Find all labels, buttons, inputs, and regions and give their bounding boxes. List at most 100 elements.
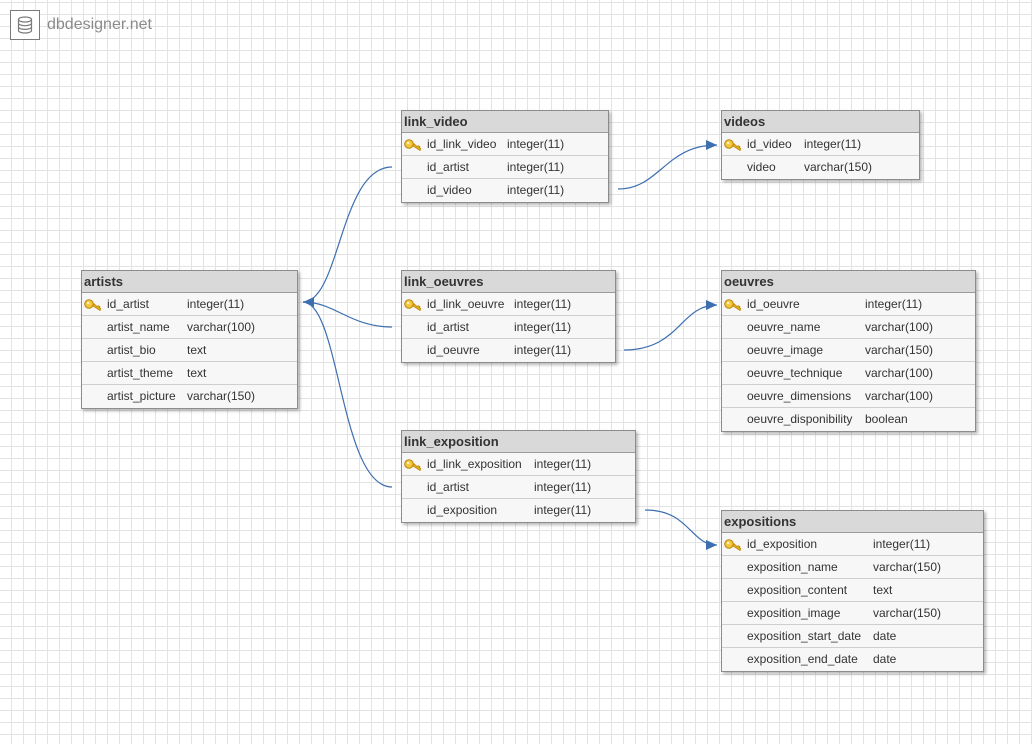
primary-key-icon	[724, 297, 742, 312]
column-type: varchar(150)	[873, 560, 942, 574]
column-name: id_exposition	[747, 537, 818, 551]
column-type: varchar(100)	[865, 320, 934, 334]
column-name: oeuvre_technique	[747, 366, 843, 380]
column-name: id_oeuvre	[747, 297, 800, 311]
column-row-exposition-image[interactable]: exposition_image varchar(150)	[722, 602, 983, 625]
column-type: integer(11)	[534, 457, 592, 471]
column-type: date	[873, 629, 897, 643]
column-type: integer(11)	[873, 537, 931, 551]
column-row-id-link-video[interactable]: id_link_video integer(11)	[402, 133, 608, 156]
logo[interactable]: dbdesigner.net	[10, 9, 152, 41]
column-name: id_artist	[427, 480, 470, 494]
column-type: text	[187, 343, 207, 357]
table-title[interactable]: artists	[82, 271, 297, 293]
column-type: varchar(150)	[187, 389, 256, 403]
column-row-artist-bio[interactable]: artist_bio text	[82, 339, 297, 362]
column-name: id_video	[427, 183, 472, 197]
column-type: integer(11)	[507, 183, 565, 197]
column-name: artist_theme	[107, 366, 174, 380]
column-row-id-video[interactable]: id_video integer(11)	[402, 179, 608, 202]
primary-key-icon	[724, 537, 742, 552]
primary-key-icon	[404, 457, 422, 472]
primary-key-icon	[404, 297, 422, 312]
column-name: oeuvre_disponibility	[747, 412, 853, 426]
column-name: id_oeuvre	[427, 343, 480, 357]
table-title[interactable]: link_oeuvres	[402, 271, 615, 293]
arrowhead	[706, 300, 717, 310]
column-name: exposition_content	[747, 583, 848, 597]
column-name: exposition_image	[747, 606, 841, 620]
table-title[interactable]: oeuvres	[722, 271, 975, 293]
column-type: text	[873, 583, 893, 597]
column-type: varchar(150)	[873, 606, 942, 620]
column-type: varchar(150)	[865, 343, 934, 357]
column-type: integer(11)	[804, 137, 862, 151]
link-link-exposition-expositions	[644, 509, 718, 546]
column-type: date	[873, 652, 897, 666]
primary-key-icon	[404, 137, 422, 152]
column-name: id_artist	[107, 297, 150, 311]
table-title[interactable]: link_video	[402, 111, 608, 133]
column-type: integer(11)	[865, 297, 923, 311]
database-icon	[10, 10, 40, 40]
link-link-video-videos	[617, 144, 718, 190]
column-name: id_link_oeuvre	[427, 297, 505, 311]
table-link-video[interactable]: link_video id_link_video integer(11) id_art…	[401, 110, 609, 203]
table-title[interactable]: expositions	[722, 511, 983, 533]
table-title[interactable]: videos	[722, 111, 919, 133]
column-row-id-oeuvre[interactable]: id_oeuvre integer(11)	[402, 339, 615, 362]
column-name: id_exposition	[427, 503, 498, 517]
column-row-id-oeuvre[interactable]: id_oeuvre integer(11)	[722, 293, 975, 316]
link-link-oeuvres-oeuvres	[623, 304, 718, 351]
column-name: artist_name	[107, 320, 170, 334]
column-type: integer(11)	[507, 137, 565, 151]
column-row-id-link-exposition[interactable]: id_link_exposition integer(11)	[402, 453, 635, 476]
column-row-oeuvre-disponibility[interactable]: oeuvre_disponibility boolean	[722, 408, 975, 431]
column-name: exposition_name	[747, 560, 838, 574]
column-name: video	[747, 160, 776, 174]
column-type: integer(11)	[514, 343, 572, 357]
column-name: exposition_start_date	[747, 629, 862, 643]
column-type: integer(11)	[514, 320, 572, 334]
column-name: id_artist	[427, 160, 470, 174]
arrowhead	[303, 297, 314, 307]
table-title[interactable]: link_exposition	[402, 431, 635, 453]
column-name: id_link_exposition	[427, 457, 522, 471]
column-name: exposition_end_date	[747, 652, 858, 666]
column-row-id-exposition[interactable]: id_exposition integer(11)	[722, 533, 983, 556]
table-expositions[interactable]: expositions id_exposition integer(11) expos…	[721, 510, 984, 672]
table-link-exposition[interactable]: link_exposition id_link_exposition integer…	[401, 430, 636, 523]
link-artists-link-video	[302, 166, 393, 303]
column-row-exposition-end-date[interactable]: exposition_end_date date	[722, 648, 983, 671]
column-row-exposition-start-date[interactable]: exposition_start_date date	[722, 625, 983, 648]
column-row-exposition-content[interactable]: exposition_content text	[722, 579, 983, 602]
primary-key-icon	[84, 297, 102, 312]
column-type: boolean	[865, 412, 908, 426]
column-row-exposition-name[interactable]: exposition_name varchar(150)	[722, 556, 983, 579]
column-name: id_link_video	[427, 137, 497, 151]
arrowhead	[706, 140, 717, 150]
primary-key-icon	[724, 137, 742, 152]
link-artists-link-oeuvres	[302, 301, 393, 328]
column-name: artist_bio	[107, 343, 156, 357]
